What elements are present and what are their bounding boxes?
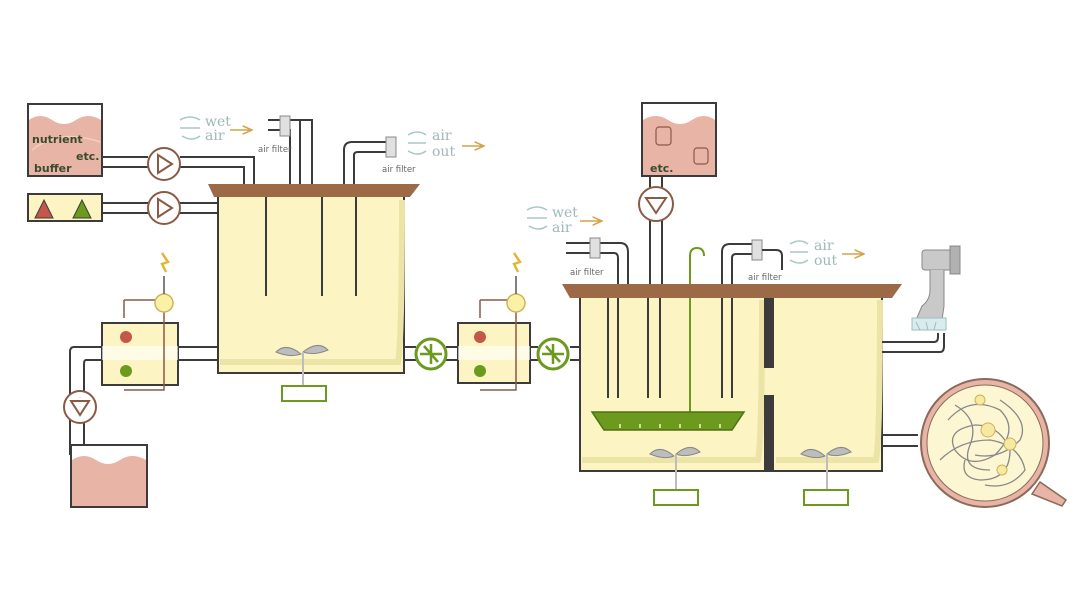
baffle-lower bbox=[764, 395, 774, 471]
heater-module-2 bbox=[457, 252, 531, 391]
feed-pump-top bbox=[147, 147, 181, 181]
air-filter-3: air filter bbox=[566, 237, 629, 285]
wet-air-label-2: wet air bbox=[526, 205, 602, 236]
etc-label-left: etc. bbox=[76, 150, 99, 163]
etc-label-right: etc. bbox=[650, 162, 673, 175]
wet-air-label-1: wet air bbox=[179, 114, 252, 144]
bioreactor-tank-1 bbox=[208, 184, 420, 402]
valve-2 bbox=[536, 337, 570, 371]
baffle-upper bbox=[764, 298, 774, 368]
stirrer-icon bbox=[649, 447, 701, 506]
feed-pump-bottom bbox=[147, 191, 181, 225]
svg-text:air filter: air filter bbox=[570, 268, 604, 278]
svg-text:wet: wet bbox=[552, 205, 578, 221]
transfer-pipes bbox=[404, 346, 582, 361]
valve-icon bbox=[542, 344, 564, 364]
svg-text:air: air bbox=[552, 220, 572, 236]
svg-text:out: out bbox=[814, 253, 837, 269]
stirrer-icon bbox=[800, 447, 852, 506]
nutrient-reservoir: nutrient etc. buffer bbox=[27, 103, 103, 177]
warning-icon bbox=[34, 198, 54, 219]
pump-icon bbox=[157, 153, 174, 175]
stirrer-icon bbox=[275, 345, 329, 402]
warning-icon bbox=[72, 198, 92, 219]
sparger-line bbox=[689, 246, 705, 285]
svg-text:out: out bbox=[432, 144, 455, 160]
air-out-label-2: air out bbox=[789, 238, 864, 269]
lightning-icon bbox=[160, 252, 170, 273]
buffer-label: buffer bbox=[34, 162, 72, 175]
svg-text:air filter: air filter bbox=[748, 273, 782, 283]
air-filter-4: air filter bbox=[721, 239, 783, 285]
svg-text:air: air bbox=[205, 128, 225, 144]
air-filter-icon bbox=[751, 239, 763, 261]
air-filter-icon bbox=[279, 115, 291, 137]
svg-text:air: air bbox=[814, 238, 834, 254]
dosing-pipes bbox=[649, 176, 663, 285]
pump-dosing bbox=[638, 186, 674, 222]
svg-text:air filter: air filter bbox=[382, 165, 416, 175]
svg-text:air: air bbox=[432, 128, 452, 144]
valve-icon bbox=[420, 344, 442, 364]
magnifier-icon bbox=[920, 378, 1068, 508]
dosing-reservoir: etc. bbox=[641, 102, 717, 177]
faucet-icon bbox=[911, 245, 961, 331]
air-filter-icon bbox=[385, 136, 397, 158]
air-filter-icon bbox=[589, 237, 601, 259]
nutrient-label: nutrient bbox=[32, 133, 83, 146]
pump-icon bbox=[644, 197, 668, 215]
pump-icon bbox=[69, 400, 91, 417]
valve-1 bbox=[414, 337, 448, 371]
pump-icon bbox=[157, 197, 174, 219]
pump-left-bottom bbox=[63, 390, 97, 424]
sparger-tray bbox=[590, 411, 746, 431]
collection-reservoir bbox=[70, 444, 148, 508]
lightning-icon bbox=[512, 252, 522, 273]
air-out-label-1: air out bbox=[407, 128, 484, 160]
outlet-pipes bbox=[882, 333, 945, 447]
bioreactor-tank-2 bbox=[562, 284, 902, 506]
warning-box bbox=[27, 193, 103, 222]
air-filter-2: air filter bbox=[343, 136, 416, 296]
tank-lid bbox=[208, 184, 420, 197]
heater-module-1 bbox=[101, 252, 179, 391]
svg-text:wet: wet bbox=[205, 114, 231, 130]
tank-lid bbox=[562, 284, 902, 298]
svg-text:air filter: air filter bbox=[258, 145, 292, 155]
